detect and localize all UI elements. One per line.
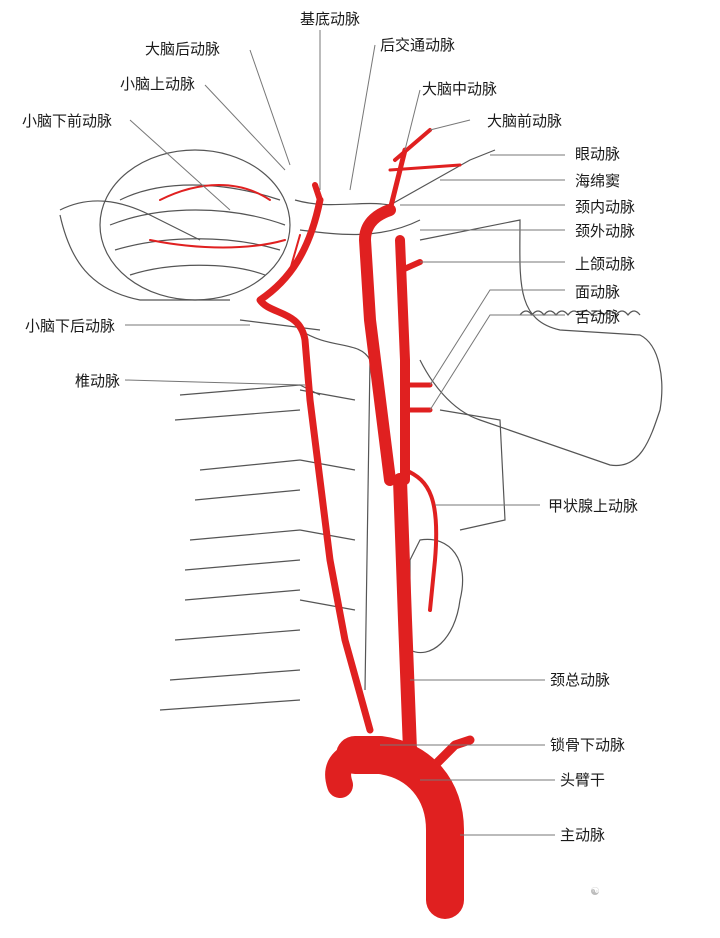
teeth [519,310,641,316]
maxillary-artery [399,259,423,273]
watermark-logo: ☯ [590,885,600,898]
label-aorta: 主动脉 [560,826,606,844]
ophthalmic-artery [388,163,462,172]
skull-base [59,149,496,301]
label-ophthalmic-artery: 眼动脉 [575,145,621,163]
internal-carotid-artery [359,204,396,486]
mandible [419,219,663,467]
label-brachiocephalic-trunk: 头臂干 [560,771,606,789]
label-superior-cerebellar-artery: 小脑上动脉 [120,75,196,93]
common-carotid-artery [393,473,417,757]
label-middle-cerebral-artery: 大脑中动脉 [422,80,498,98]
external-carotid-artery [395,235,410,485]
label-posterior-inferior-cerebellar-artery: 小脑下后动脉 [25,317,116,335]
label-lingual-artery: 舌动脉 [575,308,621,326]
label-basilar-artery: 基底动脉 [300,10,361,28]
thyroid [409,538,464,654]
label-cavernous-sinus: 海绵窦 [575,172,621,190]
vertebrae [159,319,321,711]
label-external-carotid-artery: 颈外动脉 [575,222,636,240]
anterior-cerebral-artery [393,128,432,162]
aorta [336,736,464,919]
basilar-artery [312,182,323,203]
label-posterior-cerebral-artery: 大脑后动脉 [145,40,221,58]
aortic-arch-left [325,742,368,798]
larynx [439,409,506,531]
cerebellum [99,149,291,301]
label-anterior-inferior-cerebellar-artery: 小脑下前动脉 [22,112,113,130]
vertebral-artery [256,196,374,734]
label-anterior-cerebral-artery: 大脑前动脉 [487,112,563,130]
label-vertebral-artery: 椎动脉 [75,372,121,390]
label-facial-artery: 面动脉 [575,283,621,301]
label-superior-thyroid-artery: 甲状腺上动脉 [548,497,639,515]
label-internal-carotid-artery: 颈内动脉 [575,198,636,216]
label-common-carotid-artery: 颈总动脉 [550,671,611,689]
cerebellar-branches [149,184,301,271]
label-maxillary-artery: 上颌动脉 [575,255,636,273]
label-subclavian-artery: 锁骨下动脉 [550,736,626,754]
superior-thyroid-artery [403,468,439,612]
label-posterior-communicating-artery: 后交通动脉 [380,36,456,54]
